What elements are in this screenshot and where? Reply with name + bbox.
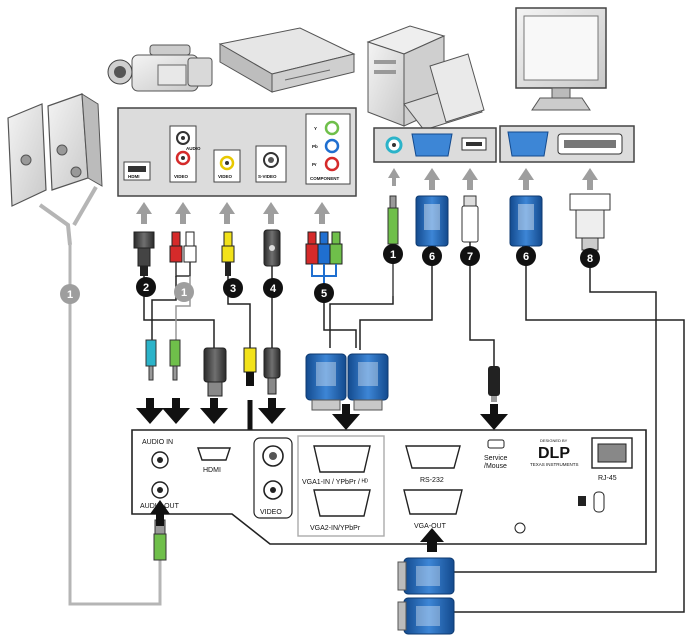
vga2-in-label: VGA2-IN/YPbPr [310, 525, 361, 532]
source-video2-label: VIDEO [218, 174, 233, 179]
source-device-panel: HDMI AUDIO VIDEO VIDEO S-VIDEO Y Pb Pr C… [117, 107, 357, 197]
projector-video-label: VIDEO [260, 509, 282, 516]
source-hdmi-label: HDMI [128, 174, 140, 179]
lower-vga-plugs [305, 353, 389, 411]
speakers-icon [7, 93, 103, 246]
texas-instruments-label: TEXAS INSTRUMENTS [530, 462, 579, 467]
source-pb-label: Pb [312, 144, 318, 149]
callout-6-monitor: 6 [523, 251, 529, 263]
source-svideo-label: S-VIDEO [258, 174, 277, 179]
up-arrow-audio-out [150, 500, 170, 526]
source-component-label: COMPONENT [310, 176, 340, 181]
vga-out-plugs [397, 557, 455, 635]
svideo-plug-top [263, 229, 281, 267]
composite-plug-top [221, 231, 235, 276]
audio-in-label: AUDIO IN [142, 439, 173, 446]
up-arrow-vga-out [420, 528, 444, 552]
lower-svideo-plug [263, 347, 281, 395]
lower-mini-usb-plug [488, 366, 500, 402]
callout-1-audio: 1 [181, 287, 187, 299]
dlp-designed-label: DESIGNED BY [540, 438, 568, 443]
callout-4: 4 [270, 283, 277, 295]
source-video-label: VIDEO [174, 174, 189, 179]
lower-composite-plug [243, 347, 257, 386]
lower-audio-plugs [145, 339, 181, 381]
vga1-in-label: VGA1-IN / YPbPr / ᴴᴰ [302, 479, 368, 486]
callout-1-speakers: 1 [67, 289, 73, 301]
monitor-port-panel [499, 125, 635, 163]
laptop-icon [403, 53, 485, 131]
component-plugs-top [305, 231, 343, 290]
callout-2: 2 [143, 282, 149, 294]
projector-hdmi-label: HDMI [203, 467, 221, 474]
source-y-label: Y [314, 126, 317, 131]
lock-icon [578, 496, 586, 506]
hdmi-plug-top [133, 231, 155, 276]
dvd-player-icon [218, 27, 356, 93]
callout-1-computer: 1 [390, 249, 396, 261]
callout-5: 5 [321, 288, 327, 300]
upward-arrows [136, 168, 598, 224]
source-pr-label: Pr [312, 162, 317, 167]
projector-rear-panel: AUDIO IN AUDIO OUT HDMI VIDEO VGA1-IN / … [131, 429, 647, 545]
dvi-vga-plug [569, 193, 611, 251]
audio-out-plug [153, 519, 167, 561]
service-label: Service [484, 455, 507, 462]
callout-markers: 1 2 1 3 4 5 1 6 7 6 8 [60, 244, 600, 304]
rca-audio-plugs-top [169, 231, 197, 277]
source-audio-label: AUDIO [186, 146, 201, 151]
downward-arrows [136, 398, 508, 430]
lower-hdmi-plug [203, 347, 227, 397]
rj45-label: RJ-45 [598, 475, 617, 482]
callout-7: 7 [467, 251, 473, 263]
rs232-label: RS-232 [420, 477, 444, 484]
callout-3: 3 [230, 283, 236, 295]
callout-6-computer: 6 [429, 251, 435, 263]
monitor-icon [515, 7, 607, 111]
camcorder-icon [107, 44, 213, 92]
vga-out-label: VGA-OUT [414, 523, 447, 530]
audio-cable-speakers [68, 245, 162, 606]
computer-port-panel [373, 127, 497, 163]
usb-plug-top [461, 195, 479, 330]
mouse-label: /Mouse [484, 463, 507, 470]
dlp-logo-text: DLP [538, 445, 570, 462]
callout-8: 8 [587, 253, 593, 265]
